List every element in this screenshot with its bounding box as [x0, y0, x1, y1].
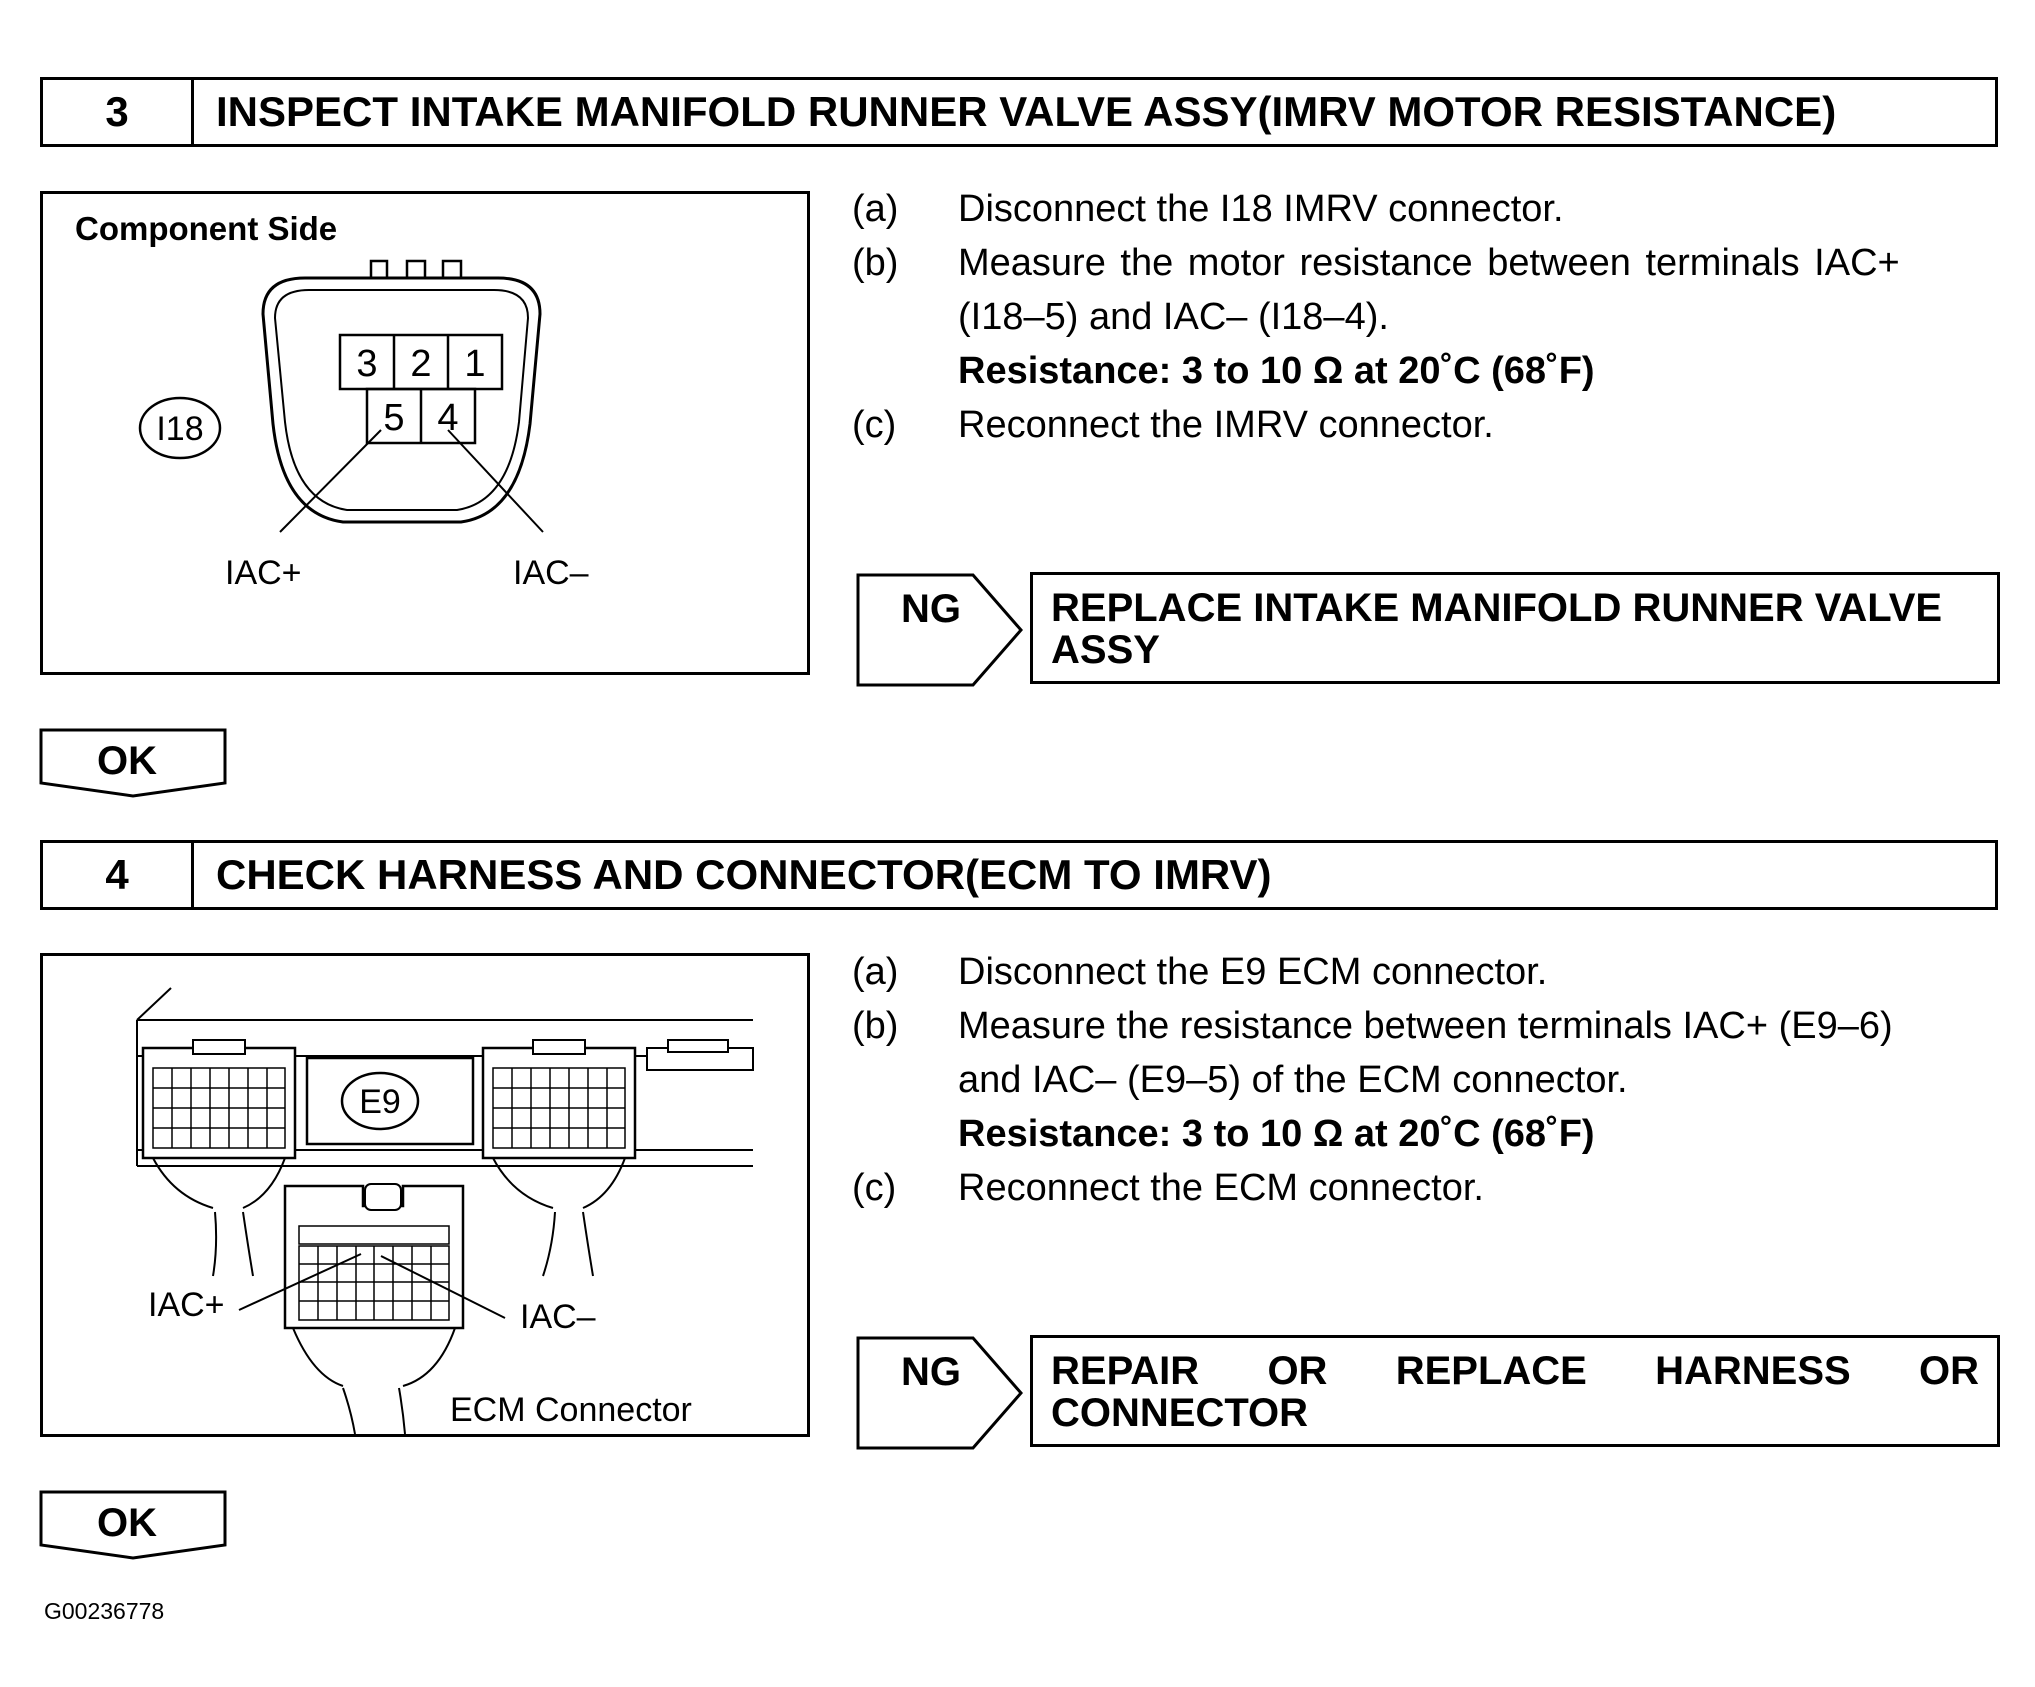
step-4-ok-arrow: OK: [39, 1490, 227, 1560]
step-4-header: 4 CHECK HARNESS AND CONNECTOR(ECM TO IMR…: [40, 840, 1998, 910]
step-3-title: INSPECT INTAKE MANIFOLD RUNNER VALVE ASS…: [216, 88, 1837, 135]
imrv-connector-diagram: Component Side I18 3 2 1 5 4 IAC+ IAC–: [75, 210, 589, 592]
ng-label: NG: [901, 587, 961, 631]
connector-id-label: I18: [156, 410, 203, 448]
step-3-ng-arrow: NG: [856, 573, 1023, 687]
leader-iac-plus: [238, 1253, 362, 1311]
ng-label: NG: [901, 1350, 961, 1394]
e9-id-oval: [340, 1071, 420, 1131]
pin-2: 2: [410, 343, 431, 385]
connector-outer-shell: [261, 276, 542, 524]
ecm-connector-diagram: E9 IAC: [136, 987, 754, 1435]
pin-3: 3: [356, 343, 377, 385]
step-3-figure: Component Side I18 3 2 1 5 4 IAC+ IAC–: [40, 191, 810, 675]
leader-iac-plus: [279, 429, 382, 533]
connector-inner-shell: [273, 289, 530, 511]
step-3-ng-result: REPLACE INTAKE MANIFOLD RUNNER VALVE ASS…: [1030, 572, 2000, 684]
pin-4: 4: [437, 397, 458, 439]
step-4-number: 4: [43, 843, 194, 907]
step-4-figure: E9 IAC: [40, 953, 810, 1437]
leader-iac-minus: [380, 1255, 506, 1319]
e9-id-label: E9: [359, 1083, 401, 1121]
pin-5: 5: [383, 397, 404, 439]
step-4-spec: Resistance: 3 to 10 Ω at 20˚C (68˚F): [958, 1113, 1595, 1155]
connector-lock-tabs: [369, 259, 463, 278]
step-4-ng-arrow: NG: [856, 1336, 1023, 1450]
ok-label: OK: [97, 739, 157, 783]
figure-code: G00236778: [44, 1598, 165, 1624]
step-3-spec: Resistance: 3 to 10 Ω at 20˚C (68˚F): [958, 350, 1595, 392]
figure-heading: Component Side: [75, 210, 337, 247]
label-iac-minus: IAC–: [520, 1298, 596, 1336]
label-iac-minus: IAC–: [513, 554, 589, 592]
ecm-connector-caption: ECM Connector: [450, 1391, 692, 1429]
step-3-header: 3 INSPECT INTAKE MANIFOLD RUNNER VALVE A…: [40, 77, 1998, 147]
label-iac-plus: IAC+: [148, 1286, 225, 1324]
pin-1: 1: [464, 343, 485, 385]
connector-id-oval: [138, 396, 222, 460]
step-3-number: 3: [43, 80, 194, 144]
ok-label: OK: [97, 1501, 157, 1545]
step-4-title: CHECK HARNESS AND CONNECTOR(ECM TO IMRV): [216, 851, 1272, 898]
step-3-ok-arrow: OK: [39, 728, 227, 798]
label-iac-plus: IAC+: [225, 554, 302, 592]
leader-iac-minus: [447, 429, 544, 533]
step-4-ng-result: REPAIR OR REPLACE HARNESS OR CONNECTOR: [1030, 1335, 2000, 1447]
